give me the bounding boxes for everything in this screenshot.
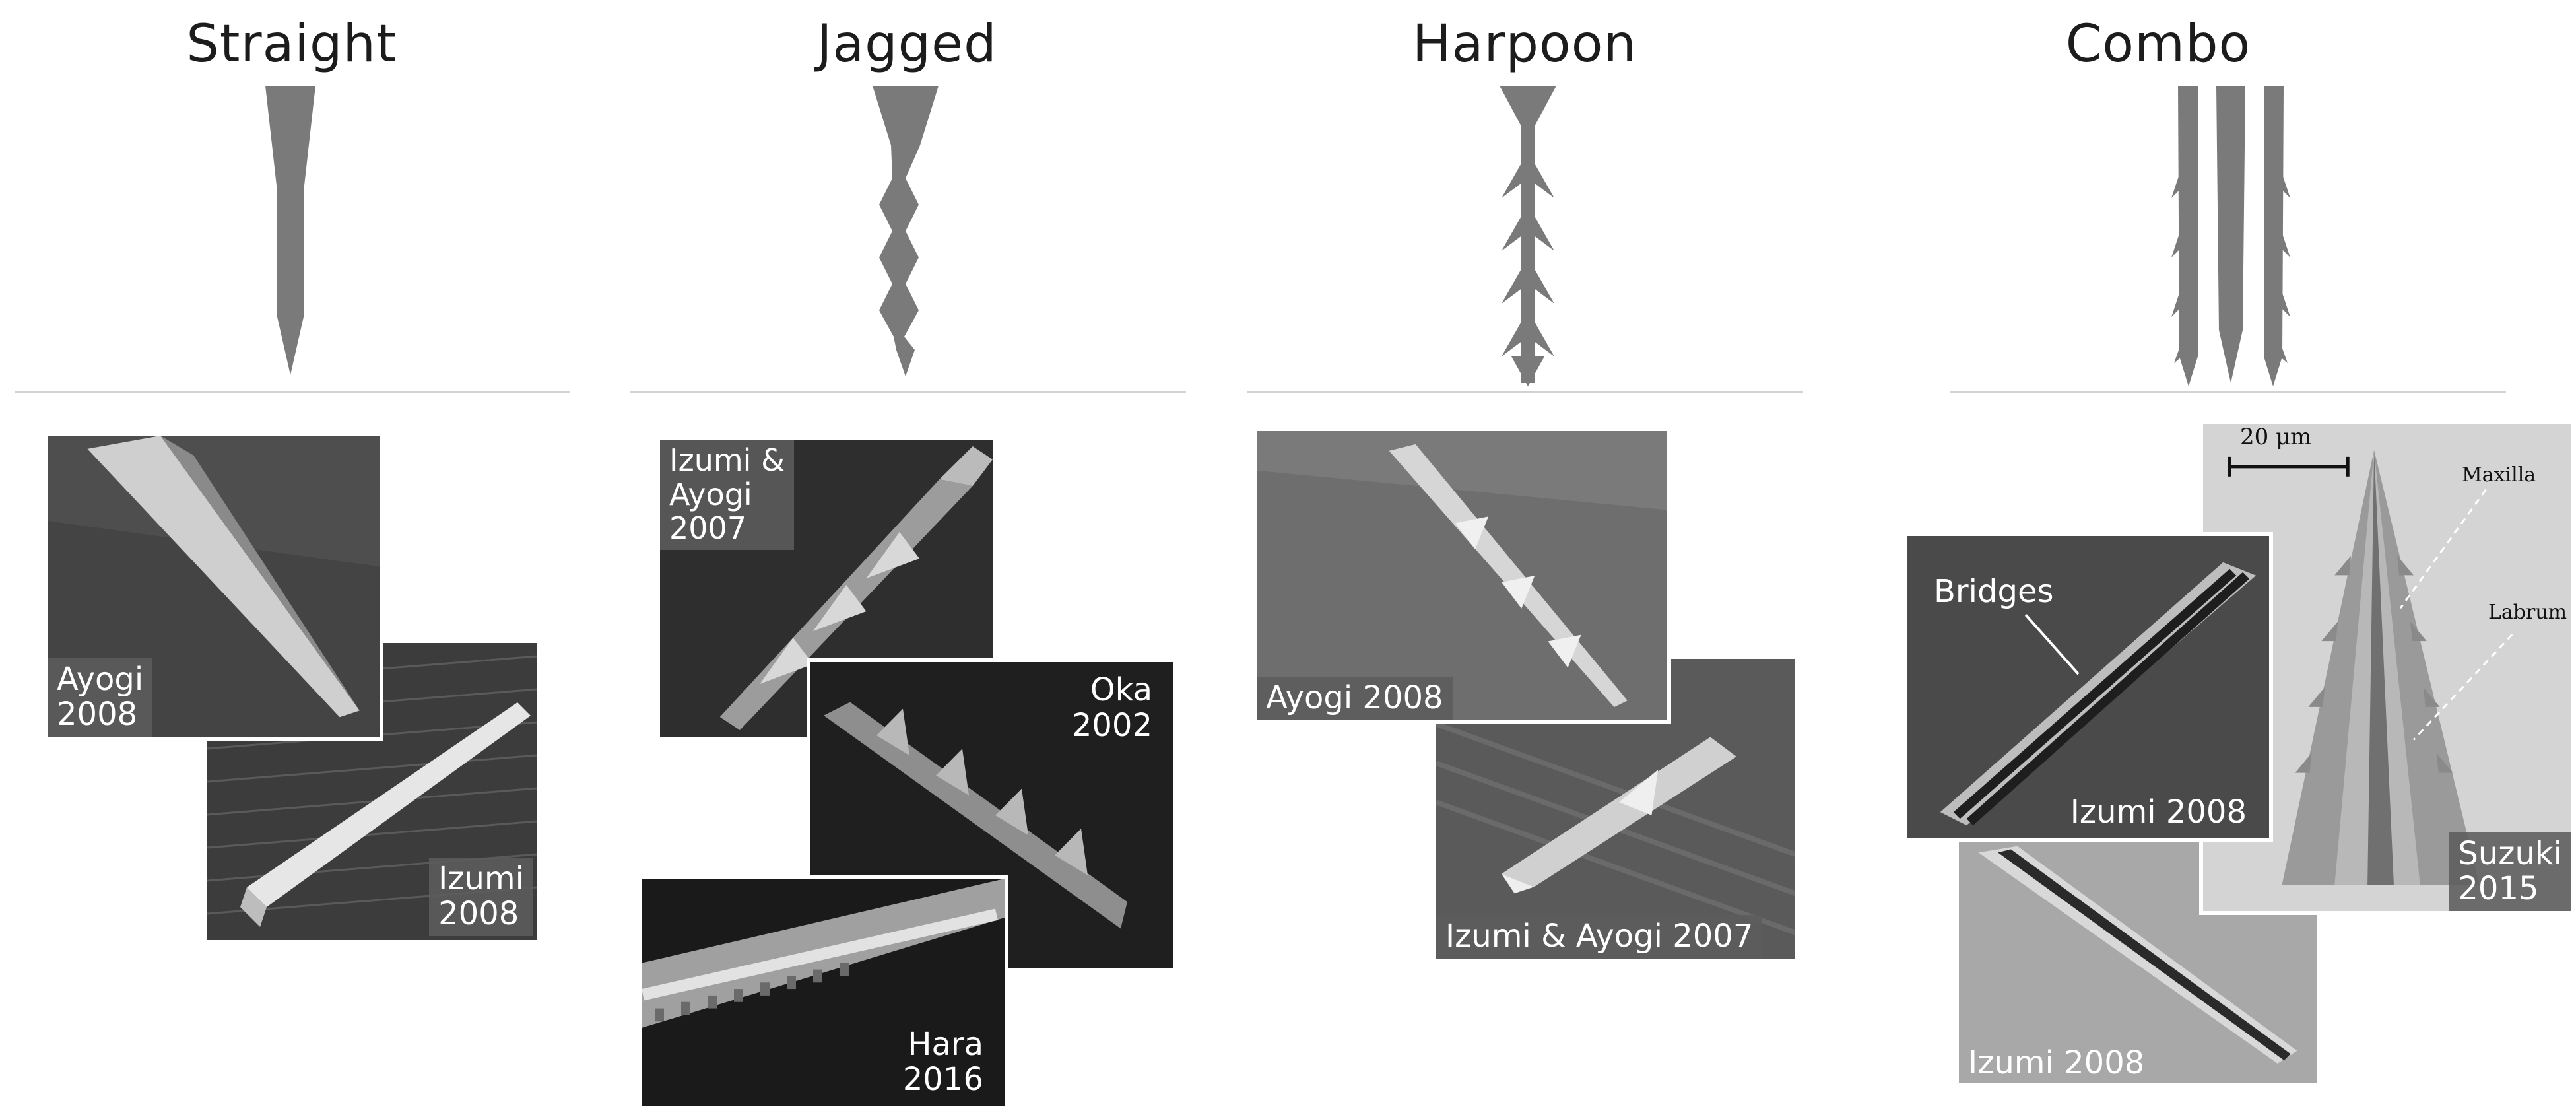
photo-label-combo-bridges: Bridges — [1934, 573, 2054, 610]
photo-label-jagged-hara: Hara 2016 — [902, 1025, 983, 1099]
divider-combo — [1950, 391, 2506, 393]
photo-label-harpoon-ayogi: Ayogi 2008 — [1257, 677, 1453, 720]
jagged-needle-shape — [873, 86, 939, 376]
combo-needle-diagram — [2171, 86, 2290, 386]
photo-label-jagged-izumi-ayogi: Izumi & Ayogi 2007 — [660, 440, 794, 550]
divider-jagged — [630, 391, 1186, 393]
column-title-combo: Combo — [2065, 15, 2251, 74]
column-title-straight: Straight — [186, 15, 397, 74]
sem-photo-combo-izumi-bridges: Bridges Izumi 2008 — [1903, 532, 2273, 842]
sem-photo-jagged-hara: Hara 2016 — [638, 875, 1008, 1110]
jagged-needle-diagram — [873, 86, 939, 376]
photo-label-straight-ayogi: Ayogi 2008 — [48, 658, 153, 737]
straight-needle-shape — [265, 86, 315, 375]
straight-needle-diagram — [265, 86, 315, 375]
column-title-jagged: Jagged — [816, 15, 997, 74]
sem-photo-straight-ayogi: Ayogi 2008 — [44, 432, 383, 741]
photo-label-harpoon-izumi-ayogi: Izumi & Ayogi 2007 — [1436, 915, 1763, 959]
harpoon-needle-shape — [1500, 86, 1556, 386]
scale-bar-label: 20 μm — [2240, 424, 2312, 450]
photo-label-combo-suzuki: Suzuki 2015 — [2449, 832, 2571, 911]
combo-needle-shape — [2171, 86, 2290, 386]
divider-harpoon — [1247, 391, 1803, 393]
maxilla-label: Maxilla — [2462, 463, 2536, 487]
divider-straight — [15, 391, 570, 393]
sem-photo-harpoon-ayogi: Ayogi 2008 — [1253, 427, 1671, 724]
photo-label-combo-izumi-upper: Izumi 2008 — [2070, 794, 2247, 831]
photo-label-combo-izumi-lower: Izumi 2008 — [1968, 1044, 2145, 1082]
harpoon-needle-diagram — [1500, 86, 1556, 386]
column-title-harpoon: Harpoon — [1412, 15, 1637, 74]
labrum-label: Labrum — [2488, 601, 2567, 624]
photo-label-jagged-oka: Oka 2002 — [1071, 671, 1152, 744]
photo-label-straight-izumi: Izumi 2008 — [429, 857, 533, 936]
